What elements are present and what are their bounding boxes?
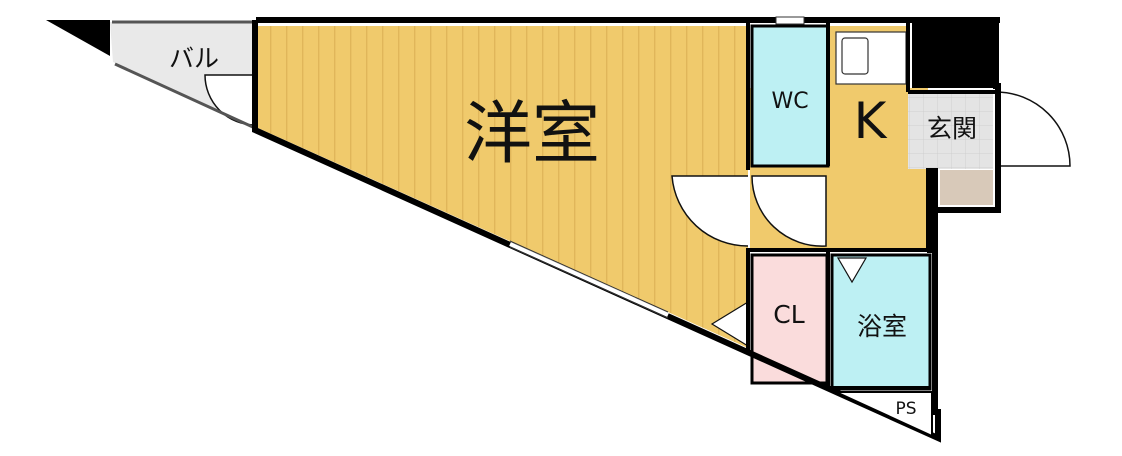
window-western-room-frame — [509, 240, 669, 319]
bathroom — [830, 253, 932, 391]
toilet-door-swing — [751, 175, 827, 247]
entrance-label: 玄関 — [927, 114, 977, 143]
balcony-rail — [112, 20, 256, 130]
entrance-door-swing — [995, 91, 1071, 167]
window-western-room — [509, 242, 669, 317]
balcony-label: バル — [169, 44, 219, 73]
toilet-room — [750, 24, 830, 168]
outer-wall — [46, 20, 110, 56]
entrance-tiles — [908, 92, 993, 169]
pipe-space-label: PS — [895, 399, 916, 419]
kitchen-label: K — [854, 92, 888, 150]
window-toilet — [775, 16, 805, 25]
closet-label: CL — [773, 300, 804, 329]
toilet-label: WC — [771, 89, 808, 114]
entrance-mat — [940, 170, 993, 205]
sink-basin — [841, 37, 869, 75]
interior-wall — [746, 20, 998, 390]
western-room-floor — [258, 26, 748, 348]
bath-door-marker — [836, 257, 868, 284]
bathroom-label: 浴室 — [857, 312, 907, 341]
western-room-door-swing — [671, 175, 749, 247]
entrance-wall-block — [926, 168, 938, 252]
pipe-space — [835, 391, 933, 438]
western-room-label: 洋室 — [464, 95, 600, 174]
closet-door-marker — [710, 301, 749, 347]
entrance-pillar — [912, 20, 998, 88]
